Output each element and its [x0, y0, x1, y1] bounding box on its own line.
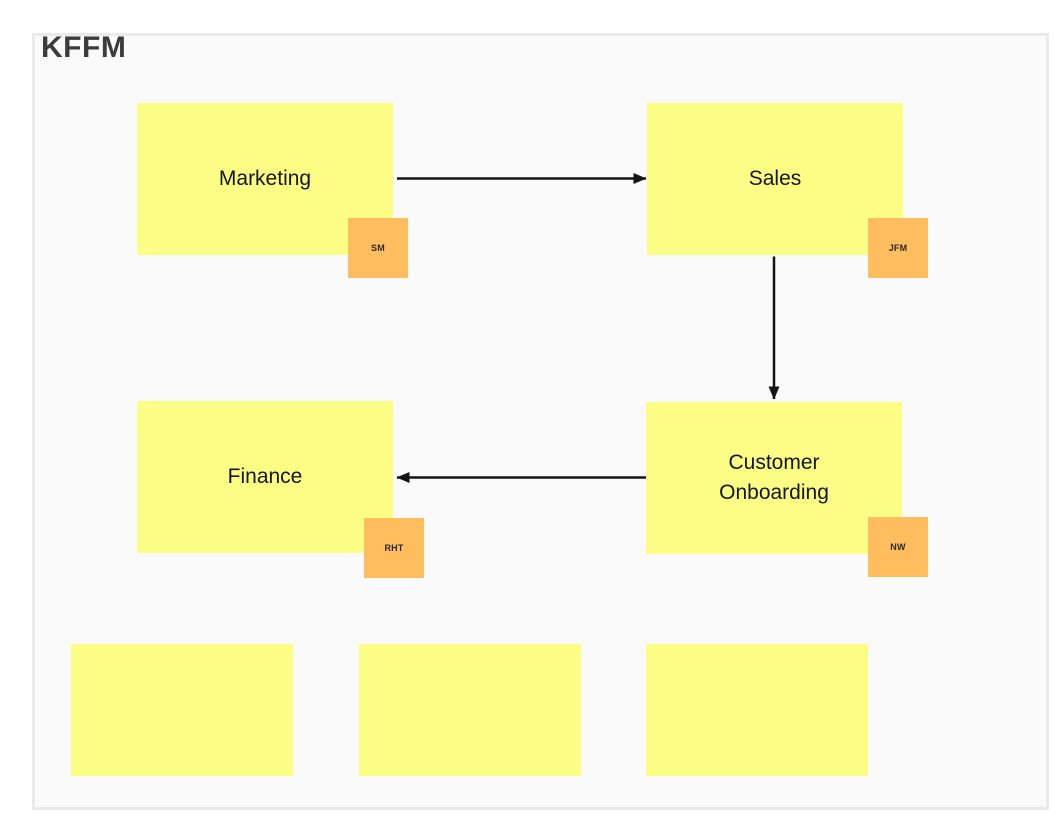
sticky-note-finance[interactable]: Finance	[137, 401, 393, 553]
note-label: Marketing	[218, 167, 312, 190]
tag-nw[interactable]: NW	[868, 517, 928, 577]
note-label: Customer Onboarding	[719, 451, 829, 504]
tag-label: SM	[371, 243, 385, 253]
sticky-note-empty-3[interactable]	[646, 644, 868, 776]
tag-rht[interactable]: RHT	[364, 518, 424, 578]
tag-label: NW	[890, 542, 906, 552]
sticky-note-customer-onboarding[interactable]: Customer Onboarding	[646, 402, 902, 554]
sticky-note-empty-2[interactable]	[359, 644, 581, 776]
tag-label: RHT	[384, 543, 404, 553]
sticky-note-sales[interactable]: Sales	[647, 103, 903, 255]
tag-label: JFM	[888, 243, 908, 253]
note-label: Finance	[227, 465, 303, 488]
sticky-note-empty-1[interactable]	[71, 644, 293, 776]
note-label: Sales	[748, 167, 802, 190]
tag-sm[interactable]: SM	[348, 218, 408, 278]
frame-title[interactable]: KFFM	[41, 31, 127, 64]
tag-jfm[interactable]: JFM	[868, 218, 928, 278]
